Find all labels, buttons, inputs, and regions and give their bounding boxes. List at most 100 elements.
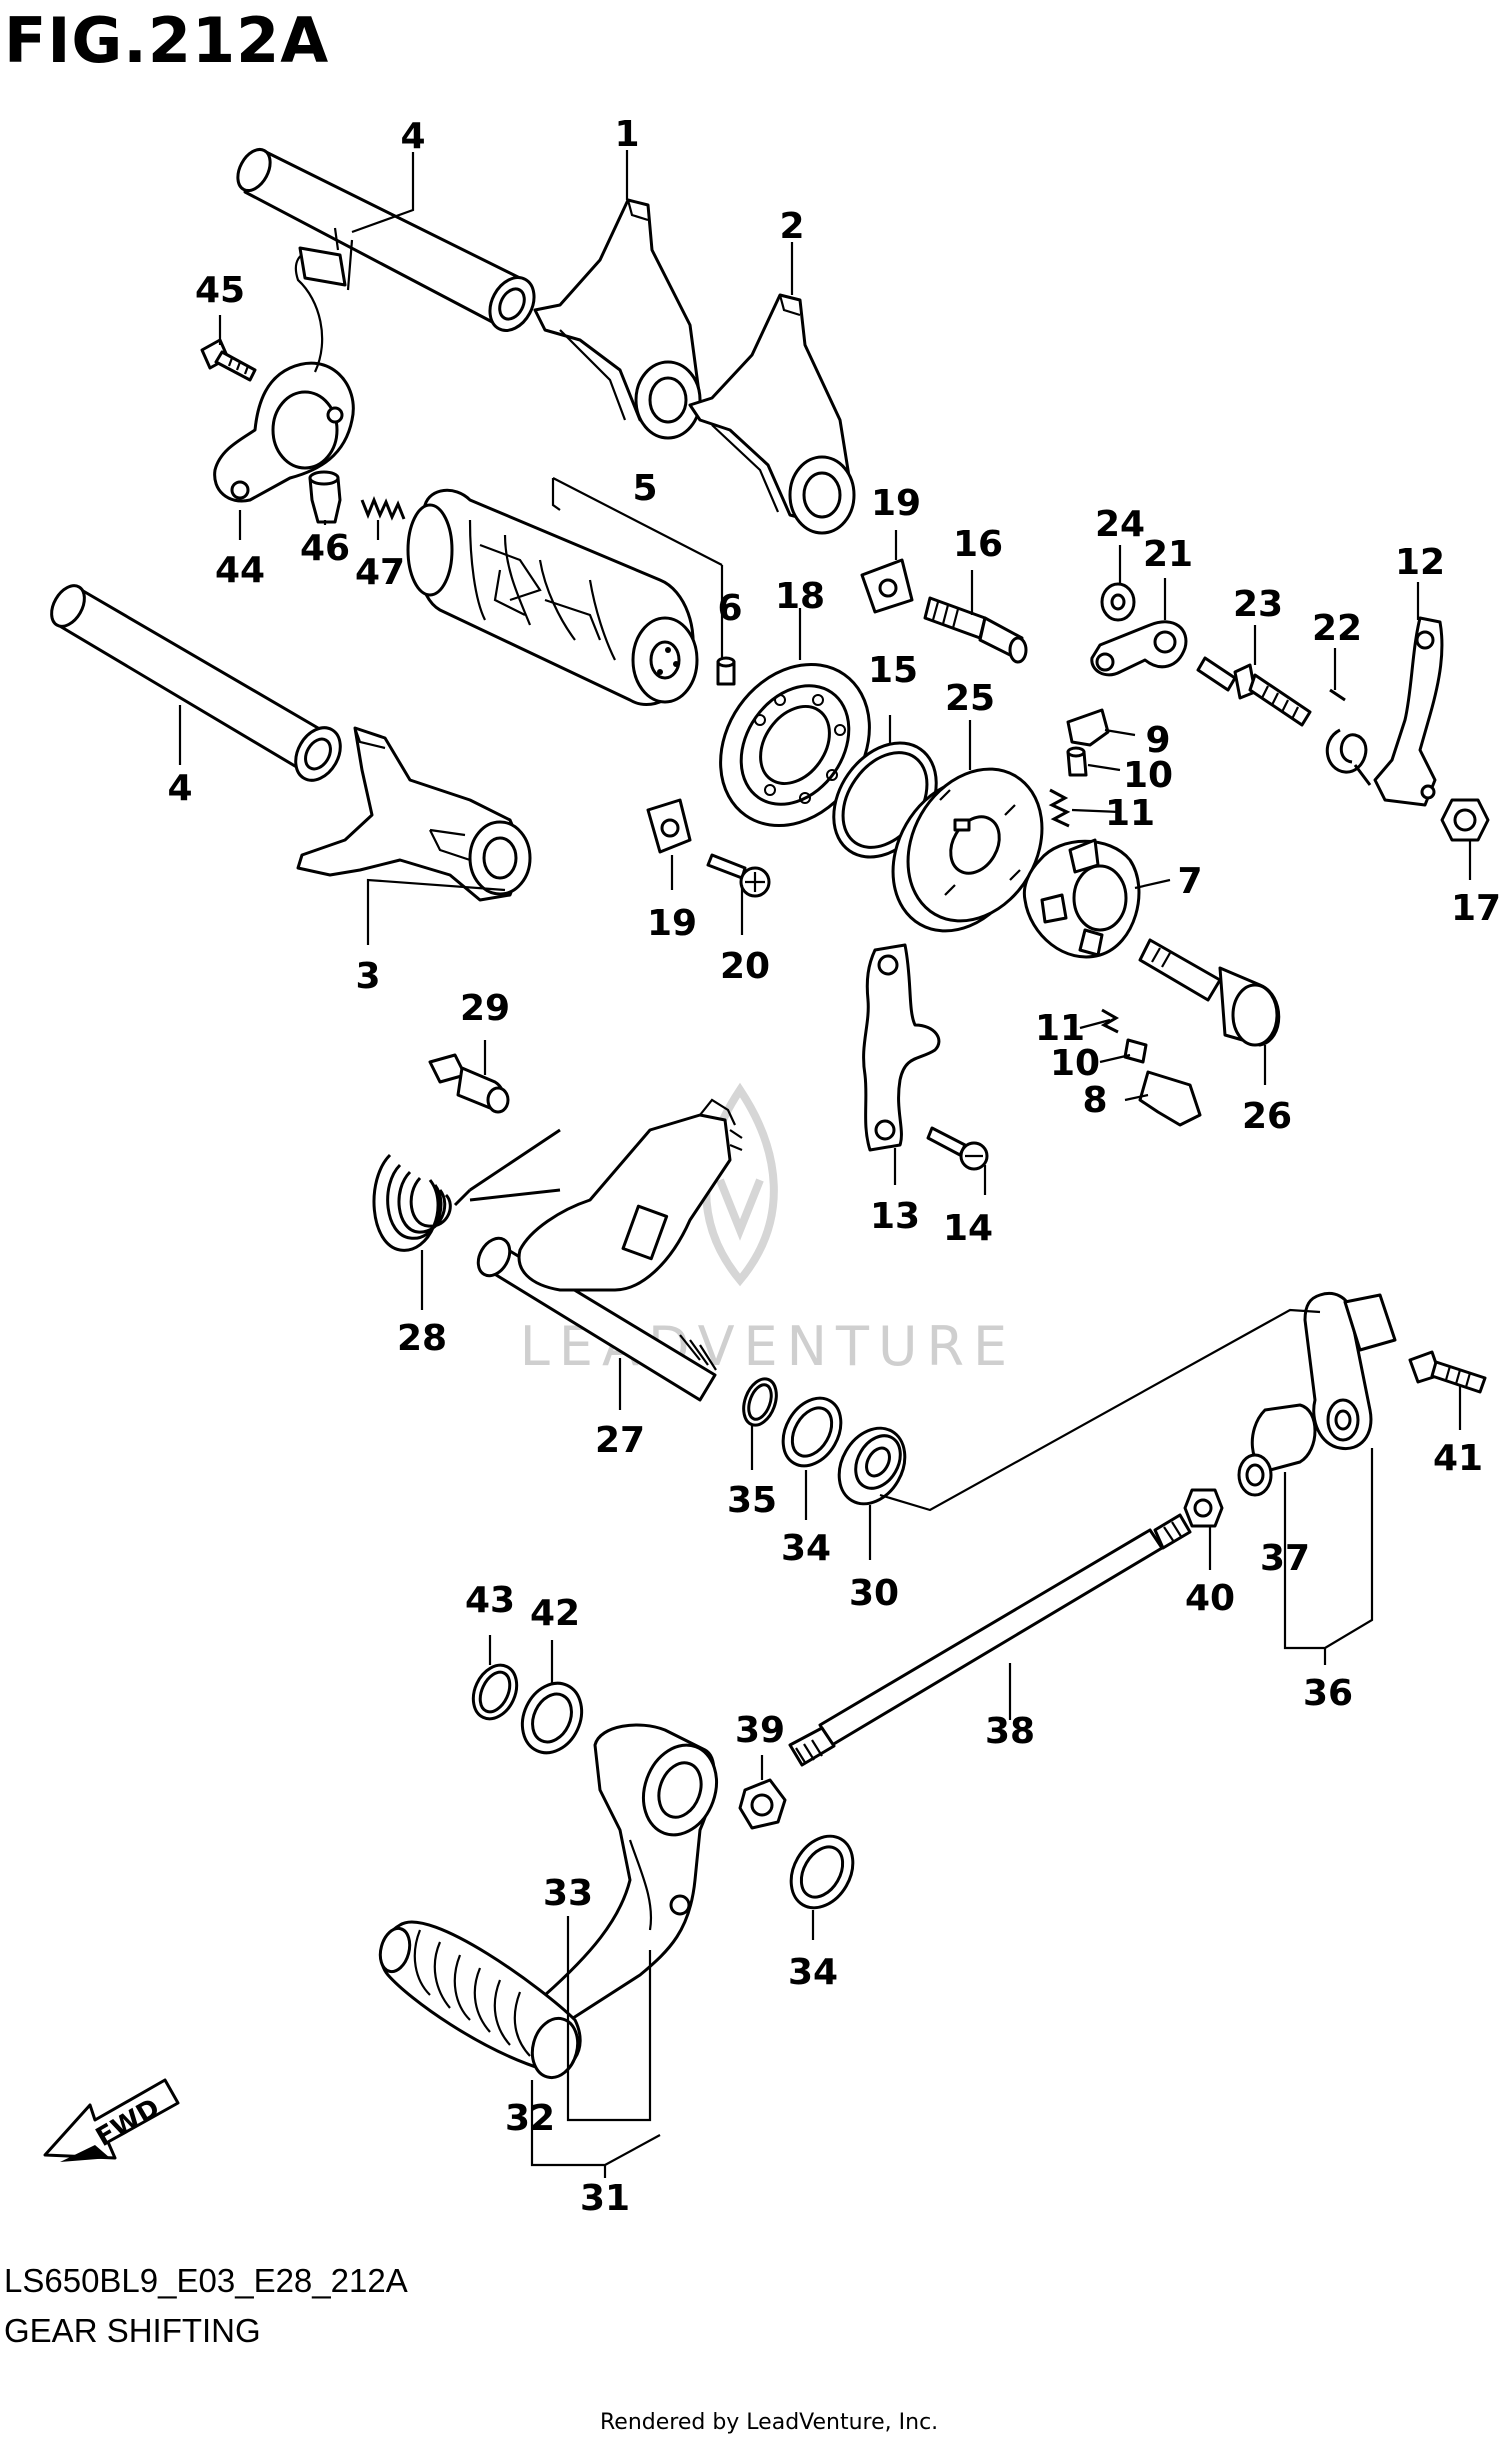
callout-10b: 10 [1050,1043,1100,1084]
callout-3: 3 [355,956,380,997]
callout-32: 32 [505,2098,555,2139]
spring-11-upper [1048,788,1071,828]
washer-42 [520,1681,584,1755]
circlip-35 [742,1377,778,1427]
callout-39: 39 [735,1710,785,1751]
screw-20 [706,853,771,898]
spring-11-lower [1100,1008,1119,1034]
pin-6 [716,656,736,686]
callout-43: 43 [465,1580,515,1621]
oil-seal-30 [837,1426,907,1506]
callout-31: 31 [580,2178,630,2219]
callout-18: 18 [775,576,825,617]
bolt-23 [1196,656,1312,727]
nut-40 [1183,1488,1224,1528]
gearshift-cam-5 [406,488,699,706]
callout-24: 24 [1095,504,1145,545]
shift-fork-shaft-lower [50,584,342,782]
screw-14 [926,1126,989,1171]
bolt-29 [428,1053,510,1114]
callout-11a: 11 [1105,793,1155,834]
shift-fork-shaft-upper [236,147,536,332]
arm-21 [1090,620,1188,677]
figure-subtitle: GEAR SHIFTING [4,2312,261,2349]
callout-16: 16 [953,524,1003,565]
shift-fork-3 [296,726,532,902]
callout-5: 5 [632,468,657,509]
callout-15: 15 [868,650,918,691]
callout-27: 27 [595,1420,645,1461]
shift-fork-2 [688,293,856,535]
callout-7: 7 [1177,861,1202,902]
callout-33: 33 [543,1873,593,1914]
gearshift-lever-33 [543,1723,718,2022]
callout-25: 25 [945,678,995,719]
leader-lines [178,150,1472,2178]
figure-code: LS650BL9_E03_E28_212A [4,2262,408,2299]
callout-40: 40 [1185,1578,1235,1619]
callout-35: 35 [727,1480,777,1521]
shift-rod-38 [788,1513,1192,1767]
callout-26: 26 [1242,1096,1292,1137]
circlip-43 [471,1663,519,1721]
callout-23: 23 [1233,584,1283,625]
bolt-41 [1408,1350,1487,1394]
nut-17 [1440,798,1490,842]
callout-29: 29 [460,988,510,1029]
callout-4a: 4 [400,116,425,157]
callout-47: 47 [355,552,405,593]
callout-labels: 4 1 2 45 44 46 47 5 6 4 3 18 15 25 16 19… [167,114,1500,2219]
figure-title: FIG.212A [4,4,330,77]
callout-42: 42 [530,1593,580,1634]
callout-37: 37 [1260,1538,1310,1579]
shift-arm-37 [1303,1292,1397,1451]
washer-24 [1100,582,1136,622]
callout-34a: 34 [781,1528,831,1569]
stopper-bolt-16 [923,596,1028,664]
callout-28: 28 [397,1318,447,1359]
callout-30: 30 [849,1573,899,1614]
bolt-45 [200,338,257,382]
callout-46: 46 [300,528,350,569]
callout-22: 22 [1312,608,1362,649]
fwd-arrow-icon: FWD [43,2078,180,2162]
callout-10a: 10 [1123,755,1173,796]
callout-38: 38 [985,1711,1035,1752]
callout-19a: 19 [871,483,921,524]
callout-4b: 4 [167,768,192,809]
pawl-8 [1138,1070,1202,1127]
callout-2: 2 [779,206,804,247]
bearing-18 [719,662,871,828]
callout-9: 9 [1145,720,1170,761]
gearshift-shaft-27 [476,1098,743,1402]
pawl-lifter-7 [1022,838,1141,959]
render-credit: Rendered by LeadVenture, Inc. [600,2410,939,2435]
bolt-26 [1138,938,1281,1047]
pin-10-upper [1066,746,1088,777]
cam-plate-25 [891,767,1044,933]
nut-39 [738,1778,787,1830]
retainer-plate-44 [213,227,355,503]
callout-41: 41 [1433,1438,1483,1479]
pin-10-lower [1123,1038,1148,1064]
washer-34-lower [789,1834,855,1910]
callout-44: 44 [215,550,265,591]
callout-12: 12 [1395,542,1445,583]
spring-47 [360,495,406,521]
callout-14: 14 [943,1208,993,1249]
footpeg-rubber-32 [378,1920,582,2080]
callout-36: 36 [1303,1673,1353,1714]
callout-19b: 19 [647,903,697,944]
return-spring-28 [372,1128,561,1252]
spring-22 [1325,688,1372,786]
callout-11b: 11 [1035,1008,1085,1049]
callout-34b: 34 [788,1952,838,1993]
washer-19-upper [860,558,914,614]
callout-20: 20 [720,946,770,987]
guide-plate-13 [862,943,941,1152]
callout-13: 13 [870,1196,920,1237]
pin-46 [308,470,342,524]
callout-6: 6 [717,588,742,629]
